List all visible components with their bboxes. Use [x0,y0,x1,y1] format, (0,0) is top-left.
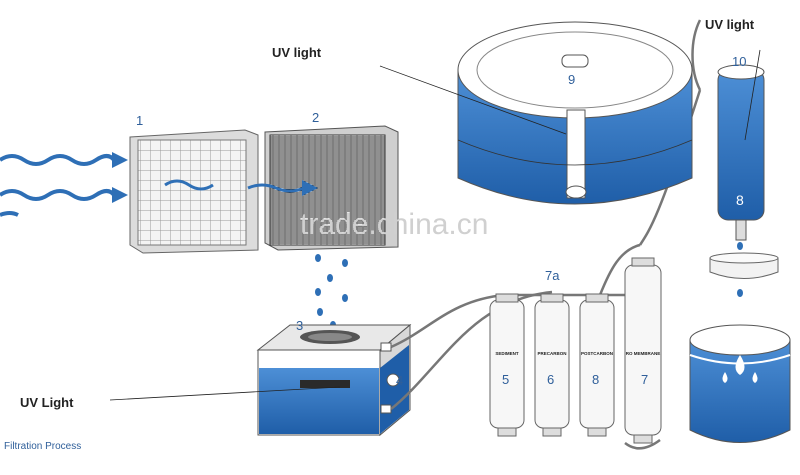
filter-cartridge-6 [534,293,570,437]
storage-tank-9 [457,21,693,205]
arrow-head-icon [112,152,128,168]
uv-light-label-left: UV Light [20,395,74,410]
caption: Filtration Process [4,441,81,452]
label-8: 8 [592,372,599,387]
collection-basin [256,323,412,437]
label-6: 6 [547,372,554,387]
label-8-tube: 8 [736,192,744,208]
label-5: 5 [502,372,509,387]
water-droplets [315,254,348,329]
label-3: 3 [296,318,303,333]
air-flow-arrows [0,154,116,217]
label-7a: 7a [545,268,560,283]
label-4: 4 [396,373,403,388]
watermark: trade.china.cn [300,208,488,241]
uv-tube-10 [717,64,765,241]
filter-label-8: POSTCARBON [581,351,613,356]
filter-cartridge-8 [579,293,615,437]
filter-label-6: PRECARBON [537,351,566,356]
uv-light-label-right: UV light [705,17,755,32]
output-glass [689,324,791,443]
uv-light-label-top: UV light [272,45,322,60]
filter-cartridge-7 [624,257,662,444]
label-9: 9 [568,72,575,87]
label-2: 2 [312,110,319,125]
filter-label-5: SEDIMENT [495,351,519,356]
hepa-filter-panel-2 [247,125,399,251]
label-10: 10 [732,54,746,69]
pre-filter-panel-1 [129,129,259,254]
callout-lines [109,49,761,401]
label-1: 1 [136,113,143,128]
label-7: 7 [641,372,648,387]
filter-cartridge-5 [489,293,525,437]
filter-label-7: RO MEMBRANE [626,351,661,356]
dispenser-head [709,242,779,297]
arrow-head-icon [112,187,128,203]
